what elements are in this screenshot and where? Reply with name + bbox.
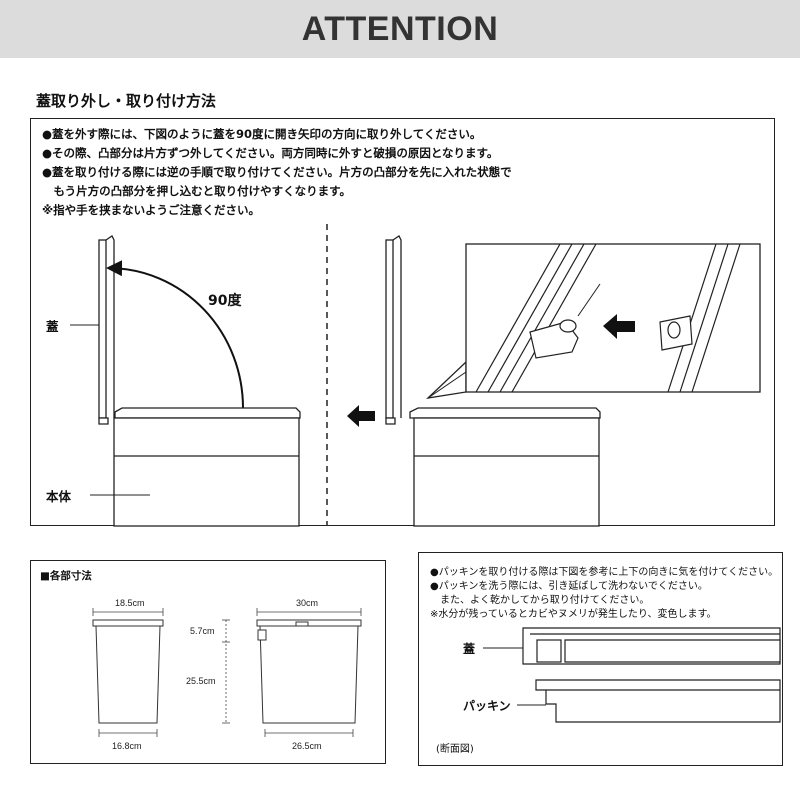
cross-section-caption: (断面図) (436, 744, 474, 755)
gasket-note-2: ●パッキンを洗う際には、引き延ばして洗わないでください。 (430, 581, 708, 592)
protrusion-label: 凸部分 (606, 268, 644, 283)
instruction-line-1: ●蓋を外す際には、下図のように蓋を90度に開き矢印の方向に取り外してください。 (42, 127, 482, 141)
lid-label: 蓋 (46, 319, 59, 334)
angle-label: 90度 (208, 293, 242, 309)
instruction-line-4: もう片方の凸部分を押し込むと取り付けやすくなります。 (42, 184, 352, 198)
dimensions-title: ■各部寸法 (40, 570, 92, 582)
dim-top-width-small: 18.5cm (115, 598, 145, 608)
instruction-line-5: ※指や手を挟まないようご注意ください。 (42, 203, 260, 217)
body-label: 本体 (46, 489, 72, 504)
gasket-lid-label: 蓋 (463, 642, 476, 656)
section-title: 蓋取り外し・取り付け方法 (36, 92, 217, 110)
page-title: ATTENTION (301, 10, 499, 48)
gasket-note-3: また、よく乾かしてから取り付けてください。 (430, 595, 650, 606)
dim-lid-height: 5.7cm (190, 626, 215, 636)
header-bar (0, 0, 800, 58)
instruction-line-2: ●その際、凸部分は片方ずつ外してください。両方同時に外すと破損の原因となります。 (42, 146, 499, 160)
dim-top-width-large: 30cm (296, 598, 319, 608)
gasket-note-4: ※水分が残っているとカビやヌメリが発生したり、変色します。 (430, 609, 717, 620)
dim-body-height: 25.5cm (186, 676, 216, 686)
instruction-line-3: ●蓋を取り付ける際には逆の手順で取り付けてください。片方の凸部分を先に入れた状態… (42, 165, 512, 179)
gasket-note-1: ●パッキンを取り付ける際は下図を参考に上下の向きに気を付けてください。 (430, 567, 779, 578)
dimensions-panel (30, 560, 386, 764)
dim-bottom-width-large: 26.5cm (292, 741, 322, 751)
gasket-label: パッキン (463, 699, 511, 713)
dim-bottom-width-small: 16.8cm (112, 741, 142, 751)
